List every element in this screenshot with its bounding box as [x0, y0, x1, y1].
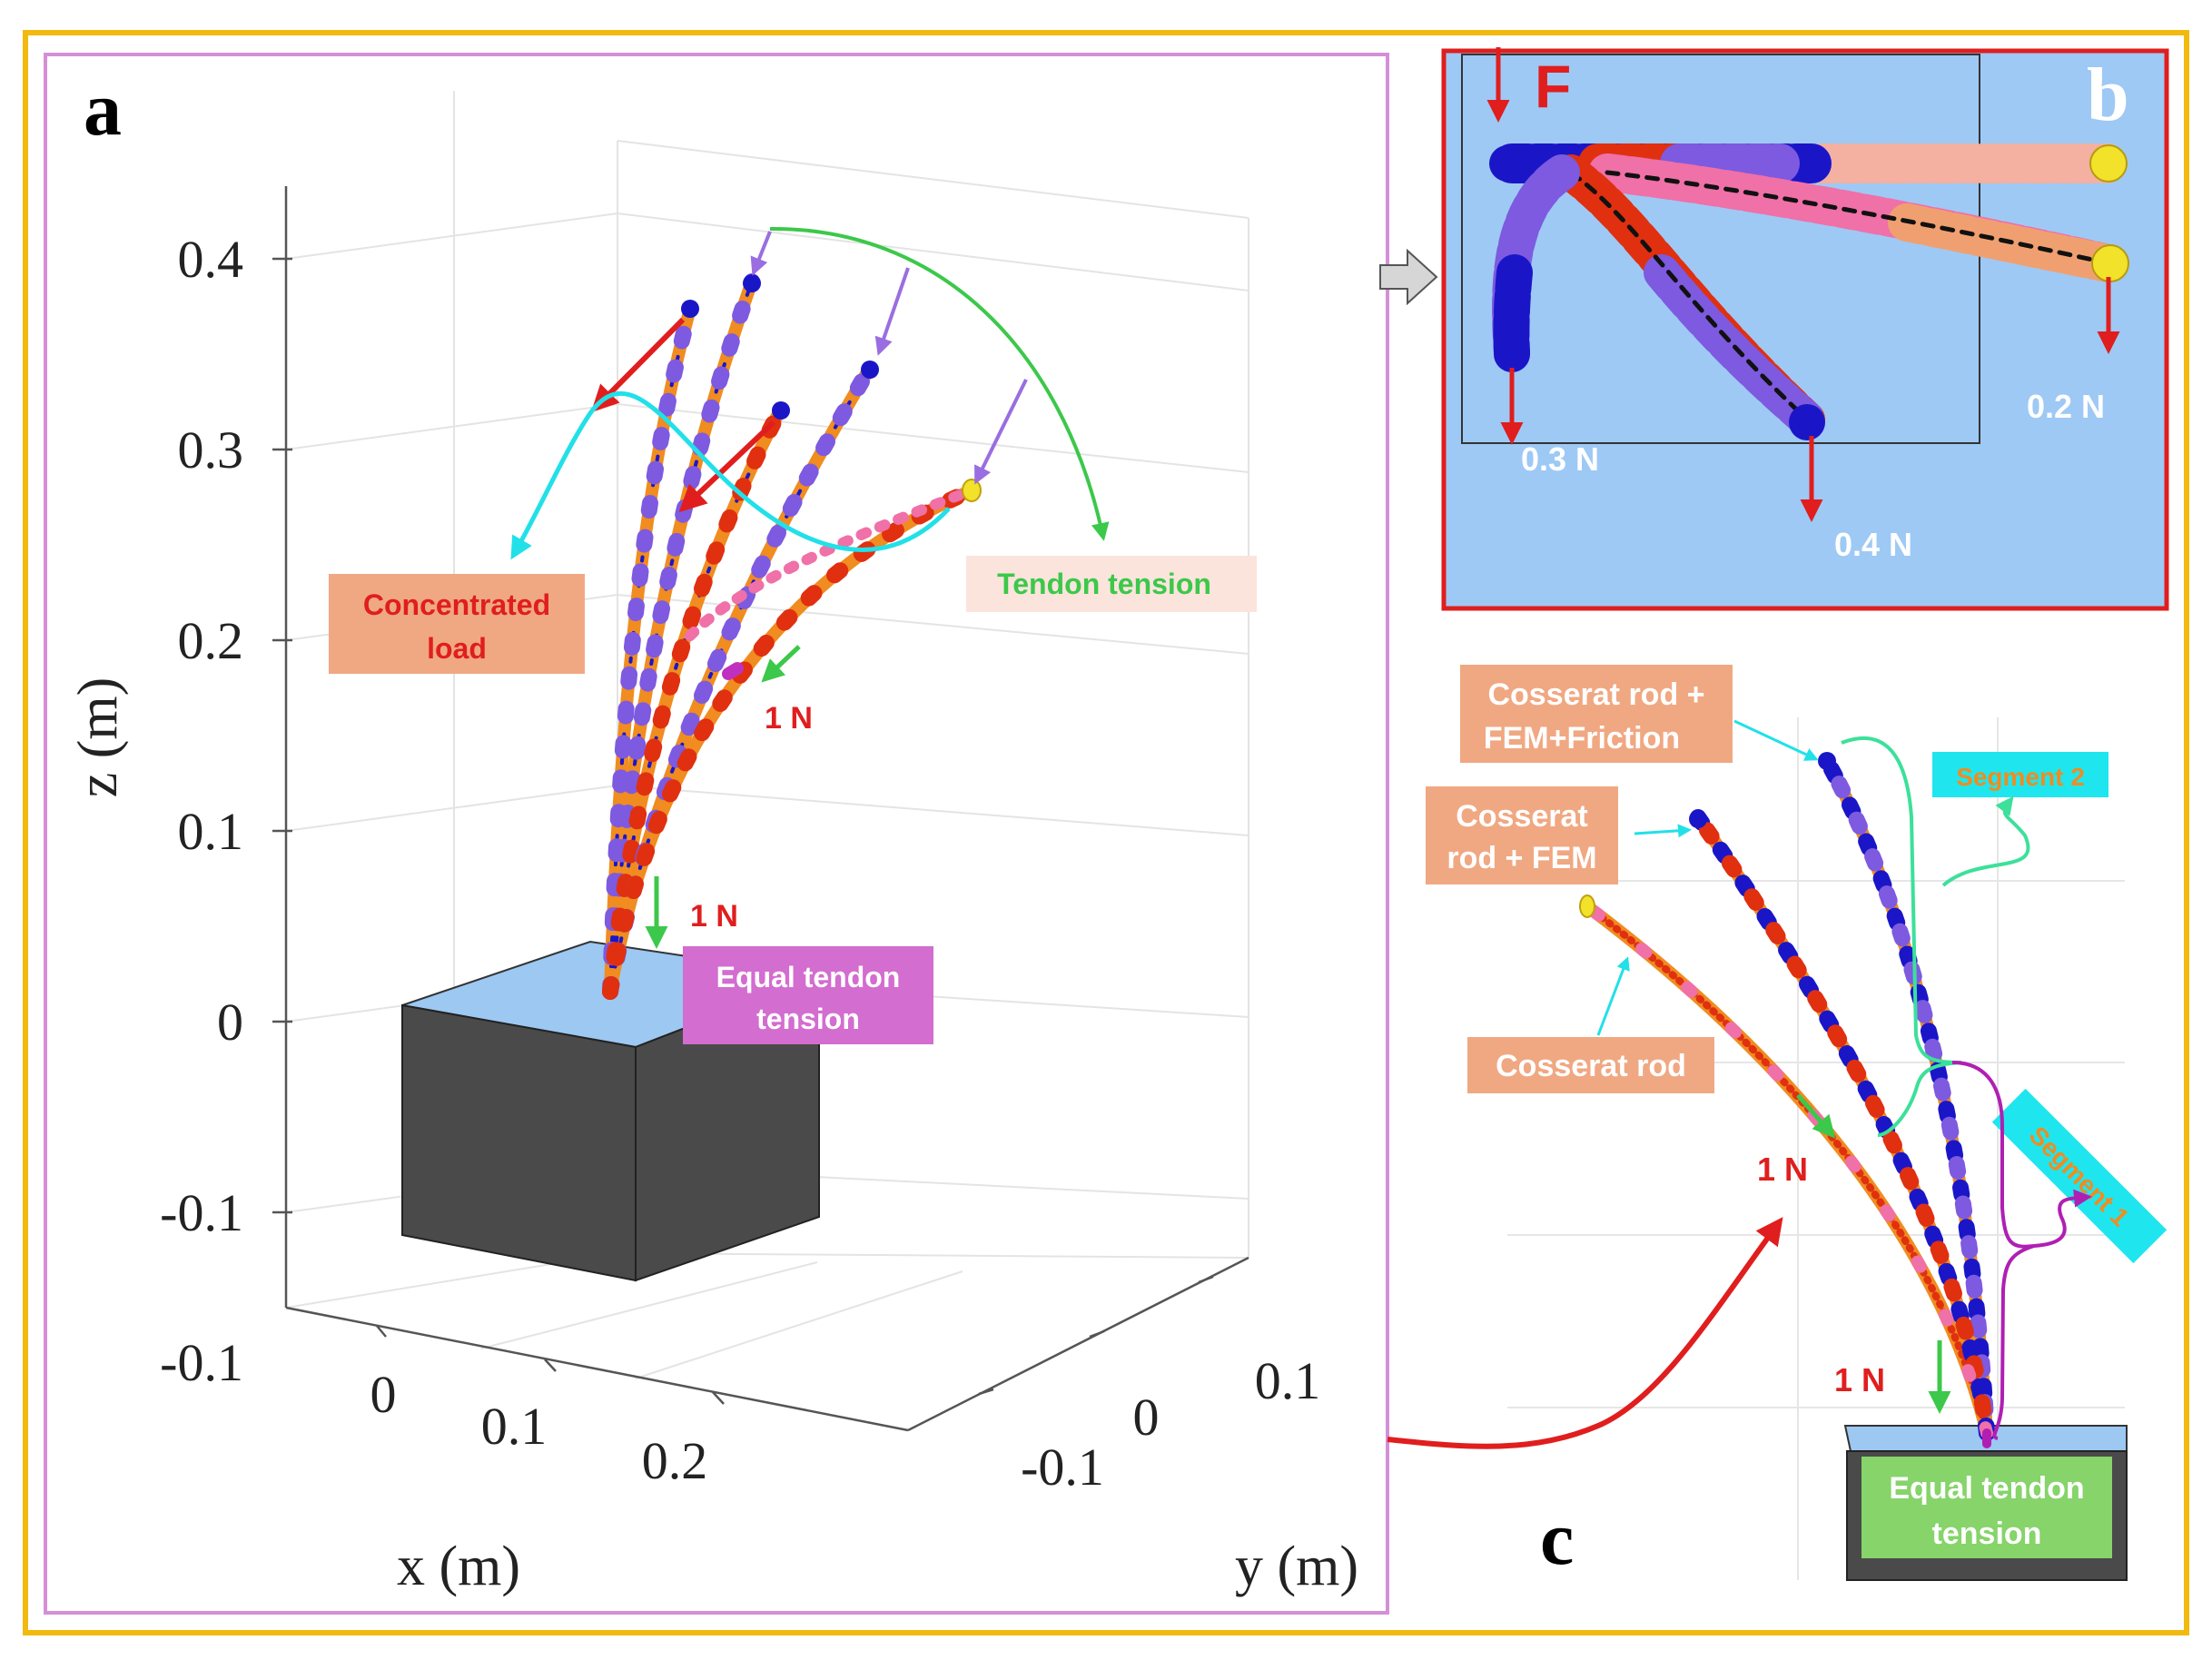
y-tick-label: 0	[1133, 1388, 1160, 1447]
x-tick-label: 0.2	[642, 1431, 708, 1490]
x-tick-label: 0	[370, 1365, 397, 1424]
force-f-label: F	[1535, 53, 1571, 120]
segment2-pointer	[1941, 795, 2030, 887]
y-tick-label: -0.1	[1021, 1438, 1104, 1497]
equal-tension-line2: tension	[756, 1003, 860, 1035]
load-label-b: 0.3 N	[1521, 440, 1599, 478]
x-axis-label: x (m)	[397, 1536, 520, 1597]
segment1-pointer	[2033, 1189, 2092, 1248]
label-friction-line2: FEM+Friction	[1484, 721, 1680, 756]
segment1-label: Segment 1	[2024, 1121, 2135, 1231]
equal-tension-box-c	[1861, 1457, 2112, 1558]
segment1-bracket	[1951, 1061, 2035, 1440]
tip-force-label: 1 N	[765, 701, 813, 736]
base-force-label-c: 1 N	[1834, 1361, 1885, 1398]
load-arrows-b	[1500, 277, 2120, 522]
load-label-line2: load	[427, 632, 487, 665]
x-tick-labels: 0 0.1 0.2	[370, 1365, 708, 1490]
panel-a: a	[67, 67, 1358, 1597]
segment2-bracket	[1841, 736, 1962, 1137]
equal-tension-line1: Equal tendon	[716, 961, 901, 993]
y-axis-label: y (m)	[1235, 1536, 1358, 1597]
zoom-arrow	[1379, 248, 1438, 306]
segment1-tag: Segment 1	[1991, 1088, 2168, 1264]
panel-a-letter: a	[84, 67, 122, 152]
label-fem-line1: Cosserat	[1456, 799, 1588, 834]
load-label-line1: Concentrated	[363, 588, 550, 621]
pointer-friction	[1733, 719, 1819, 761]
label-fem-line2: rod + FEM	[1447, 841, 1596, 875]
panel-b-frame	[1441, 48, 2169, 611]
load-label-box	[329, 574, 585, 674]
z-axis-label: z (m)	[67, 677, 129, 798]
panel-b: b F	[1461, 47, 2129, 563]
tip-force-label-c: 1 N	[1757, 1151, 1808, 1188]
pointer-rod	[1596, 956, 1630, 1036]
rods-c	[1579, 752, 1995, 1448]
load-label-b: 0.2 N	[2027, 388, 2105, 425]
x-tick-label: 0.1	[481, 1397, 548, 1456]
equal-tension-c-line2: tension	[1932, 1517, 2042, 1551]
z-tick-label: 0	[217, 993, 243, 1052]
equal-tension-c-line1: Equal tendon	[1889, 1471, 2084, 1506]
label-box-rod	[1467, 1037, 1714, 1093]
outer-frame	[23, 30, 2189, 1635]
z-tick-label: -0.1	[160, 1183, 243, 1242]
equal-tension-box	[683, 946, 933, 1044]
label-box-friction	[1460, 665, 1733, 763]
tendon-tension-pointer	[769, 226, 1110, 541]
tip-force-arrow-c	[1796, 1093, 1836, 1139]
rods-a	[602, 273, 982, 1000]
pointer-fem	[1634, 824, 1692, 838]
label-friction-line1: Cosserat rod +	[1487, 677, 1704, 712]
z-tick-labels: 0.4 0.3 0.2 0.1 0 -0.1 -0.1	[160, 230, 243, 1392]
link-curve-a-c	[1387, 1217, 1783, 1449]
label-box-fem	[1426, 786, 1618, 884]
tendon-arrows	[750, 231, 1028, 485]
z-tick-label: -0.1	[160, 1333, 243, 1392]
label-rod: Cosserat rod	[1496, 1049, 1686, 1083]
y-tick-label: 0.1	[1255, 1351, 1321, 1410]
rods-b	[1489, 143, 2129, 440]
load-label-b: 0.4 N	[1834, 526, 1912, 563]
panel-c-letter: c	[1540, 1497, 1574, 1581]
base-force-label: 1 N	[690, 899, 738, 934]
segment2-label: Segment 2	[1956, 763, 2085, 791]
tip-force-arrow	[761, 645, 801, 683]
z-tick-label: 0.4	[178, 230, 244, 289]
z-tick-label: 0.3	[178, 420, 244, 479]
z-tick-label: 0.2	[178, 611, 244, 670]
load-pointer	[510, 390, 951, 560]
panel-a-frame	[44, 53, 1389, 1615]
tendon-label: Tendon tension	[997, 568, 1211, 600]
z-tick-label: 0.1	[178, 802, 244, 861]
tendon-label-box	[966, 556, 1257, 612]
y-tick-labels: 0.1 0 -0.1	[1021, 1351, 1320, 1497]
axes-lines	[272, 186, 1249, 1432]
segment2-box	[1932, 752, 2108, 797]
panel-b-letter: b	[2087, 53, 2129, 137]
